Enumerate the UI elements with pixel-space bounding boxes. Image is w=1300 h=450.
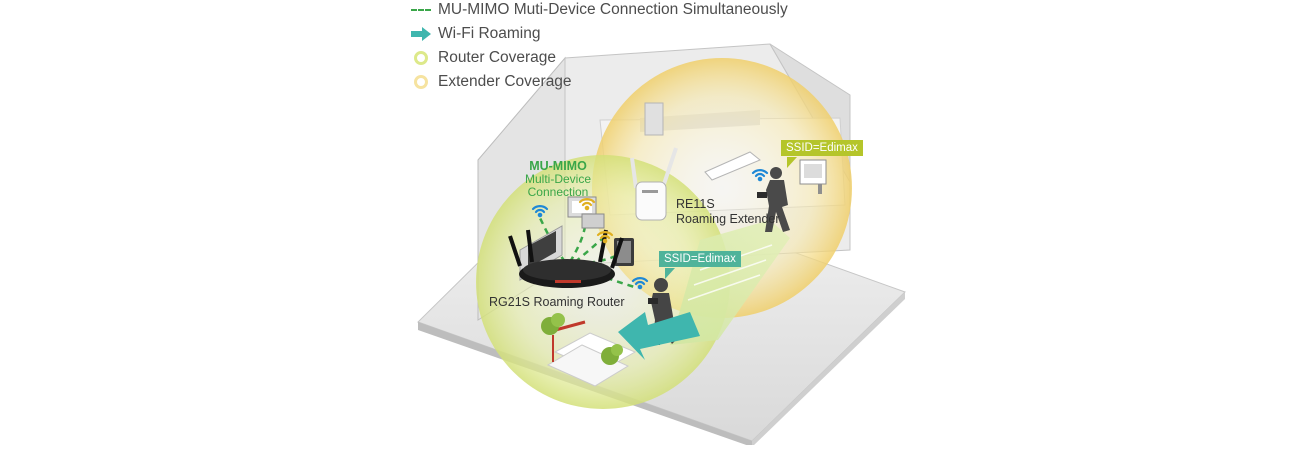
legend-item-roaming: Wi-Fi Roaming (410, 22, 830, 46)
extender-label: RE11S Roaming Extender (676, 197, 780, 226)
upstairs-furniture (644, 102, 827, 194)
ssid-tag-upper: SSID=Edimax (781, 140, 863, 156)
extender-device (630, 147, 678, 221)
legend-item-router-coverage: Router Coverage (410, 46, 830, 70)
legend-item-mu-mimo: MU-MIMO Muti-Device Connection Simultane… (410, 0, 830, 22)
wifi-icon (531, 169, 769, 290)
ssid-tag-lower: SSID=Edimax (659, 251, 741, 267)
router-device (508, 229, 624, 288)
roaming-arrow-icon (618, 312, 700, 360)
roaming-arrow-icon (410, 24, 432, 44)
dashed-line-icon (410, 0, 432, 20)
ring-icon (410, 48, 432, 68)
person-upstairs (757, 167, 790, 232)
mu-mimo-label: MU-MIMO Multi-Device Connection (524, 159, 591, 199)
router-label: RG21S Roaming Router (489, 295, 625, 309)
legend: MU-MIMO Muti-Device Connection Simultane… (410, 0, 830, 94)
legend-item-extender-coverage: Extender Coverage (410, 70, 830, 94)
plant-icon (541, 313, 623, 365)
ring-icon (410, 72, 432, 92)
